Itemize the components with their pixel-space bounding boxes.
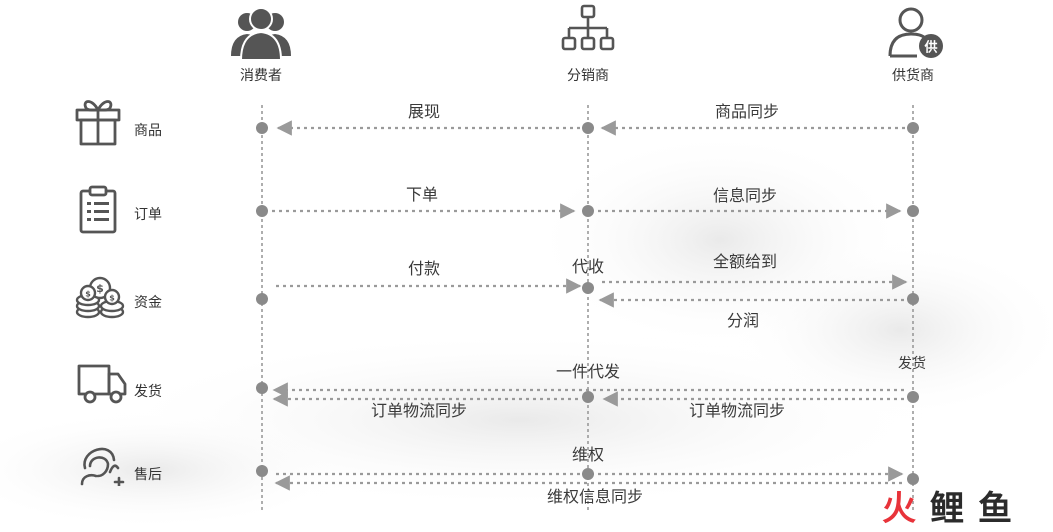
org-hierarchy-icon <box>561 4 615 51</box>
msg-goods-sync-label: 商品同步 <box>714 102 780 121</box>
brand-logo: 火 鲤 鱼 <box>882 489 1052 529</box>
row-funds-label: 资金 <box>134 295 162 311</box>
dot-consumer-after-sales <box>256 465 268 477</box>
delivery-truck-icon <box>77 364 127 404</box>
dot-supplier-funds <box>907 293 919 305</box>
coin-stack-icon: $ $ $ <box>75 276 125 319</box>
supplier-user-icon: 供 <box>888 7 943 58</box>
dot-distributor-after-sales <box>582 468 594 480</box>
row-order-label: 订单 <box>134 207 162 223</box>
dot-consumer-order <box>256 205 268 217</box>
msg-rights-info-label: 维权信息同步 <box>546 487 644 506</box>
msg-full-amount-label: 全额给到 <box>712 252 778 271</box>
msg-logistics-left-label: 订单物流同步 <box>370 401 468 420</box>
row-goods-label: 商品 <box>134 123 162 139</box>
dot-consumer-funds <box>256 293 268 305</box>
msg-pay-label: 付款 <box>407 259 441 278</box>
msg-rights-label: 维权 <box>571 445 605 464</box>
dot-supplier-order <box>907 205 919 217</box>
dot-distributor-funds <box>582 282 594 294</box>
msg-dropship-label: 一件代发 <box>555 362 621 381</box>
dot-consumer-goods <box>256 122 268 134</box>
actor-consumer-label: 消费者 <box>240 68 282 84</box>
dot-consumer-shipping <box>256 382 268 394</box>
msg-info-sync-label: 信息同步 <box>712 186 778 205</box>
customer-service-icon <box>80 447 125 486</box>
actor-distributor-label: 分销商 <box>567 68 609 84</box>
msg-logistics-right-label: 订单物流同步 <box>688 401 786 420</box>
brand-char-1: 火 <box>882 489 916 529</box>
svg-text:$: $ <box>85 290 91 299</box>
supplier-badge-text: 供 <box>923 40 937 56</box>
actor-supplier-label: 供货商 <box>892 68 934 84</box>
dot-distributor-order <box>582 205 594 217</box>
svg-text:$: $ <box>96 282 104 295</box>
brand-char-3: 鱼 <box>978 489 1012 529</box>
dot-distributor-goods <box>582 122 594 134</box>
dot-distributor-shipping <box>582 391 594 403</box>
msg-collect-label: 代收 <box>571 257 605 276</box>
msg-display-label: 展现 <box>407 102 441 121</box>
brand-char-2: 鲤 <box>930 489 964 529</box>
gift-icon <box>75 100 121 146</box>
consumer-group-icon <box>231 7 291 60</box>
msg-place-order-label: 下单 <box>405 185 439 204</box>
msg-profit-share-label: 分润 <box>726 311 760 330</box>
dot-supplier-goods <box>907 122 919 134</box>
dot-supplier-after-sales <box>907 473 919 485</box>
msg-ship-label: 发货 <box>898 356 926 372</box>
svg-text:$: $ <box>109 294 115 303</box>
row-shipping-label: 发货 <box>134 384 162 400</box>
order-clipboard-icon <box>79 185 117 234</box>
dot-supplier-shipping <box>907 391 919 403</box>
row-after-sales-label: 售后 <box>134 467 162 483</box>
